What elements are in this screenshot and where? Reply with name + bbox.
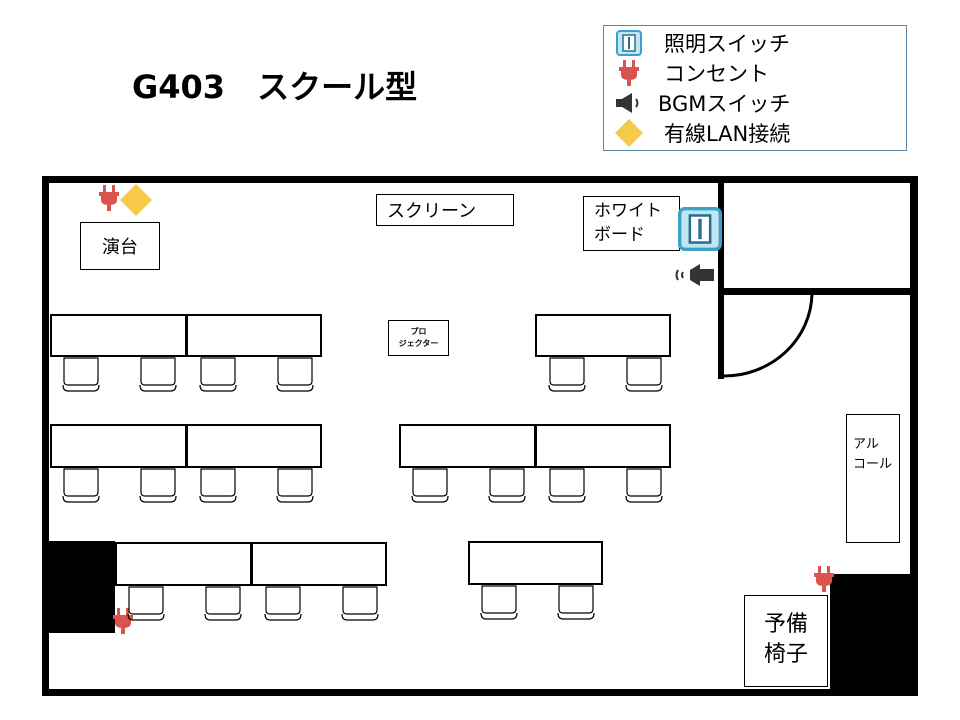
projector: プロ ジェクター	[388, 320, 449, 356]
whiteboard-label-line2: ボード	[594, 225, 645, 245]
desk	[115, 542, 252, 586]
podium: 演台	[80, 222, 160, 270]
desk	[535, 314, 671, 357]
screen: スクリーン	[376, 194, 514, 226]
chair	[62, 357, 100, 392]
chair	[625, 357, 663, 392]
legend-label: 照明スイッチ	[664, 32, 790, 56]
desk	[468, 541, 603, 585]
desk	[186, 424, 322, 468]
chair	[264, 586, 302, 621]
chair	[276, 468, 314, 503]
chair	[480, 585, 518, 620]
chair	[411, 468, 449, 503]
chair	[548, 468, 586, 503]
door-swing	[722, 293, 814, 378]
chair	[557, 585, 595, 620]
desk	[186, 314, 322, 357]
alcohol-dispenser: アル コール	[846, 414, 900, 543]
storage-wall-bottom	[718, 288, 910, 295]
light-switch-icon	[678, 207, 722, 251]
power-outlet-icon	[614, 59, 644, 87]
lan-diamond-icon	[120, 184, 152, 216]
speaker-icon	[614, 89, 644, 117]
power-outlet-icon	[814, 566, 834, 592]
legend-label: コンセント	[664, 62, 769, 86]
legend-item-light-switch: 照明スイッチ	[614, 29, 790, 57]
pillar-right	[830, 574, 910, 689]
legend-label: BGMスイッチ	[658, 92, 791, 116]
podium-label: 演台	[102, 237, 138, 258]
storage-wall-left	[718, 183, 724, 379]
legend-item-outlet: コンセント	[614, 59, 769, 87]
chair	[139, 468, 177, 503]
desk	[251, 542, 387, 586]
power-outlet-icon	[113, 608, 133, 634]
speaker-icon	[675, 264, 714, 286]
alcohol-label-line1: アル	[853, 437, 879, 452]
page-title: G403 スクール型	[132, 68, 418, 106]
light-switch-icon	[614, 29, 644, 57]
legend-item-lan: 有線LAN接続	[614, 119, 790, 147]
chair	[204, 586, 242, 621]
legend: 照明スイッチ コンセント BGMスイッチ	[603, 25, 907, 151]
projector-label-line2: ジェクター	[398, 339, 439, 348]
desk	[50, 314, 187, 357]
chair	[127, 586, 165, 621]
chair	[199, 357, 237, 392]
chair	[625, 468, 663, 503]
alcohol-label-line2: コール	[853, 457, 893, 472]
chair	[139, 357, 177, 392]
chair	[341, 586, 379, 621]
chair	[276, 357, 314, 392]
spare-chairs-label-line1: 予備	[763, 612, 808, 637]
legend-label: 有線LAN接続	[664, 122, 791, 146]
lan-diamond-icon	[614, 119, 644, 147]
desk	[50, 424, 187, 468]
chair	[548, 357, 586, 392]
chair	[488, 468, 526, 503]
spare-chairs: 予備 椅子	[744, 595, 828, 687]
whiteboard: ホワイト ボード	[583, 196, 680, 251]
projector-label-line1: プロ	[410, 327, 427, 336]
screen-label: スクリーン	[387, 201, 477, 222]
legend-item-bgm: BGMスイッチ	[614, 89, 790, 117]
chair	[62, 468, 100, 503]
chair	[199, 468, 237, 503]
whiteboard-label-line1: ホワイト	[594, 201, 662, 221]
desk	[399, 424, 536, 468]
pillar-left	[49, 541, 115, 633]
spare-chairs-label-line2: 椅子	[763, 642, 808, 667]
power-outlet-icon	[99, 185, 119, 211]
desk	[535, 424, 671, 468]
